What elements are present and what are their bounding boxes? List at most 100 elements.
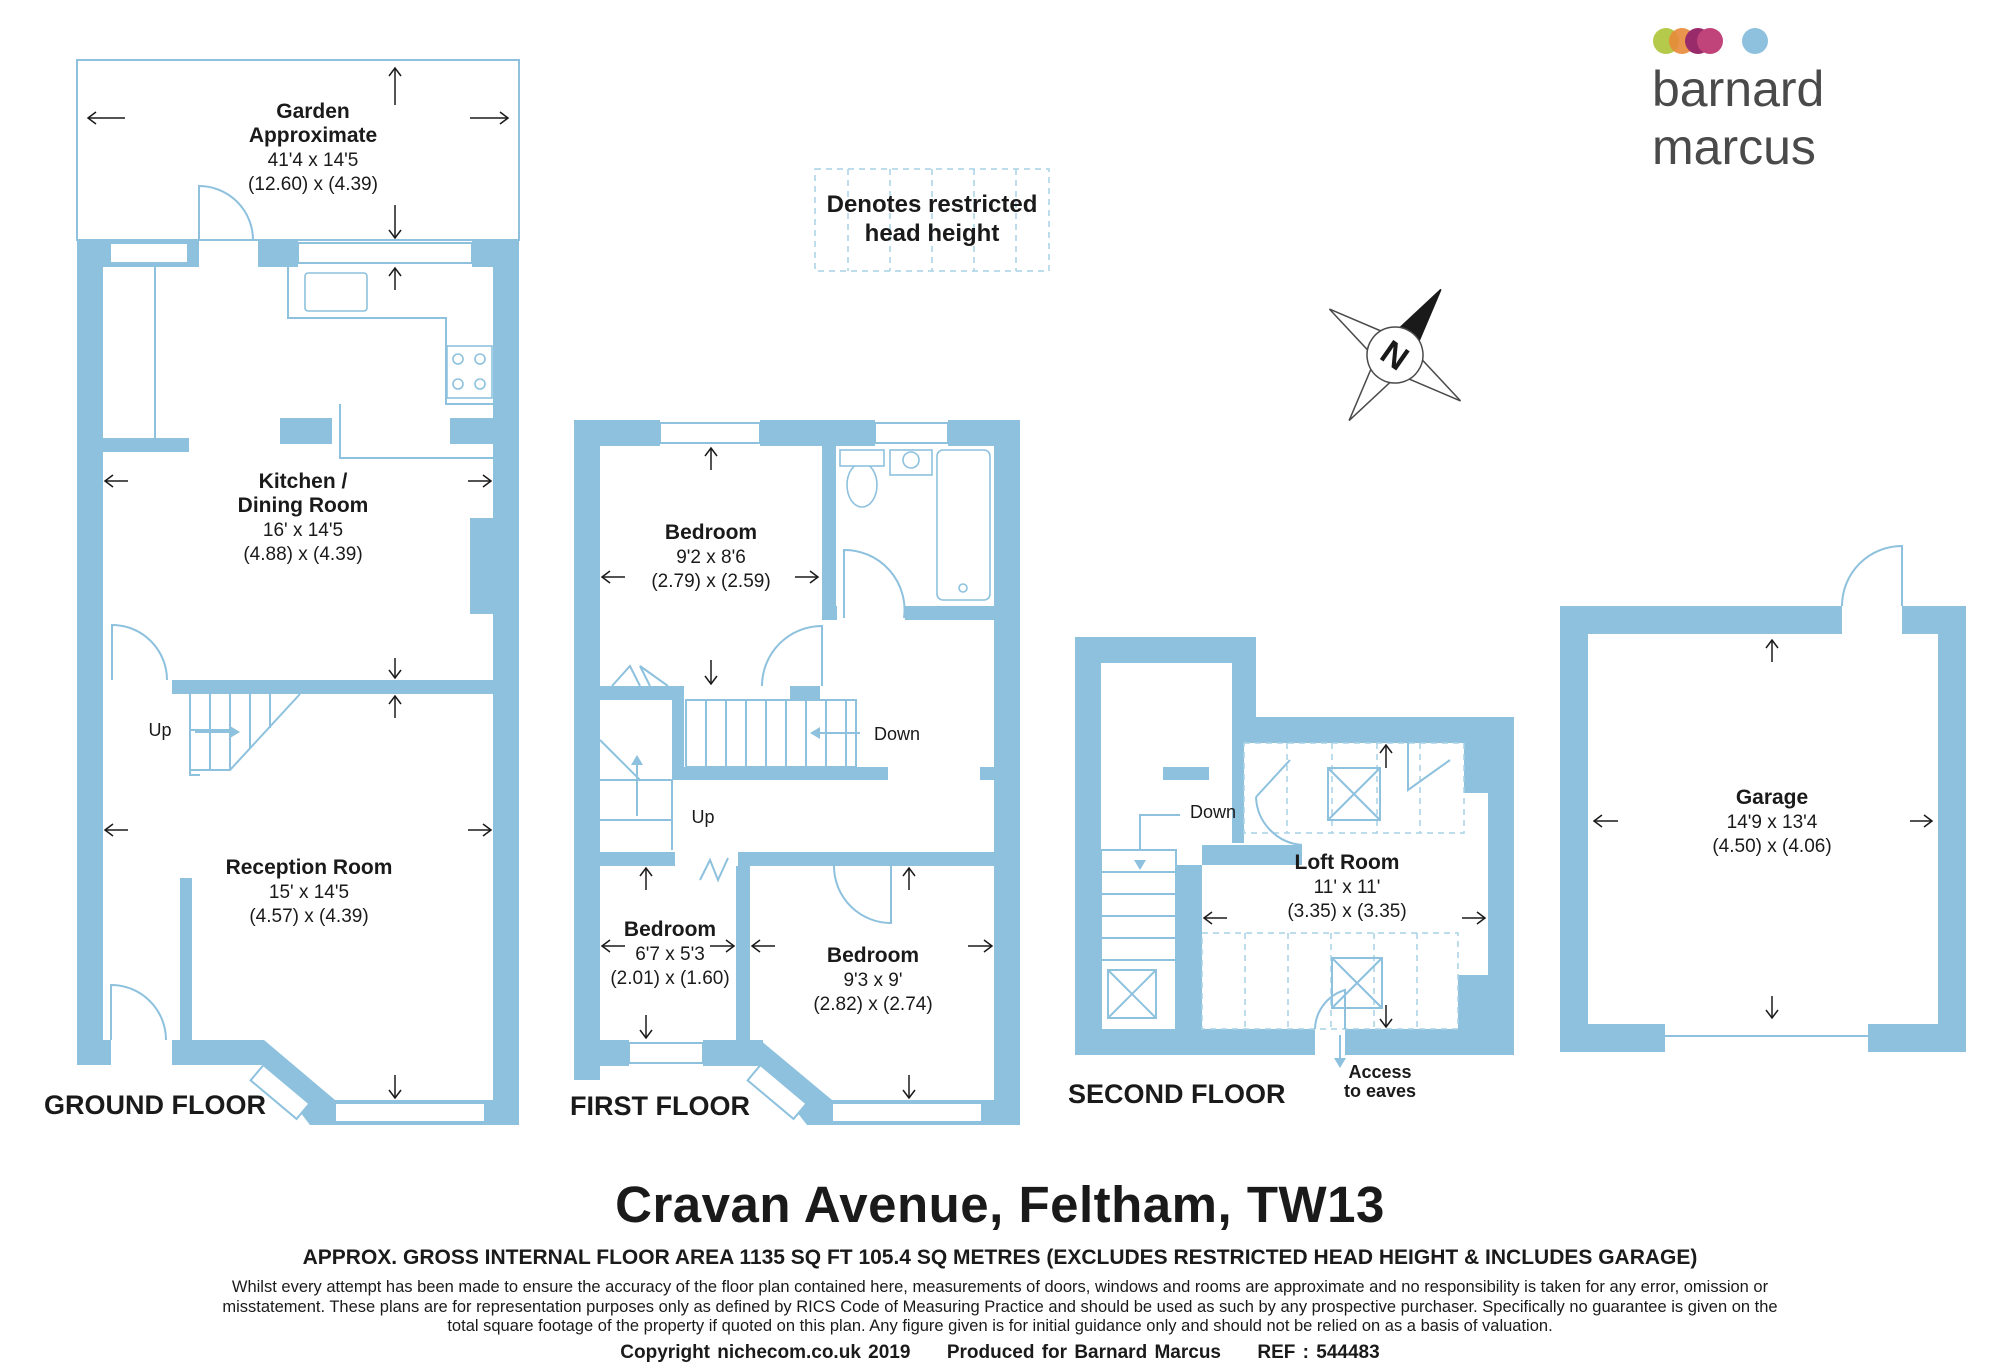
bedroom3-dim-metric: (2.82) x (2.74) — [813, 994, 932, 1015]
door-swing — [110, 983, 167, 1041]
first-wall-stub — [672, 686, 684, 780]
floor-area-statement: APPROX. GROSS INTERNAL FLOOR AREA 1135 S… — [302, 1246, 1698, 1269]
garage-wall-bottom-b — [1868, 1024, 1966, 1052]
copyright-line: Copyright nichecom.co.uk 2019 Produced f… — [620, 1341, 1380, 1363]
bedroom2-dim-metric: (2.01) x (1.60) — [610, 968, 729, 989]
hob-ring-icon — [474, 378, 486, 390]
first-wall-stub — [600, 686, 672, 700]
garage-wall-left — [1560, 606, 1588, 1052]
bath-plug-icon — [958, 583, 968, 593]
sink-icon — [304, 272, 368, 312]
bay-window-angled — [746, 1063, 808, 1121]
first-wall-stub — [980, 767, 994, 780]
basin-bowl-icon — [902, 451, 920, 469]
ground-wall-inner — [180, 878, 192, 1043]
bath-icon — [936, 449, 991, 601]
garden-label-2: Approximate — [249, 124, 377, 147]
loft-dim-metric: (3.35) x (3.35) — [1287, 901, 1406, 922]
window — [659, 422, 761, 444]
garage-label: Garage — [1736, 786, 1808, 809]
second-wall-step — [1232, 637, 1256, 717]
garage-wall-right — [1938, 606, 1966, 1052]
first-wall-top-b — [760, 420, 875, 446]
first-wall-divider — [738, 852, 994, 866]
dimension-arrows — [1592, 638, 1934, 1020]
garage-wall-top-a — [1560, 606, 1842, 634]
restricted-head-height-legend-swatch — [814, 168, 1050, 272]
ground-wall-stub — [450, 418, 493, 444]
bedroom2-label: Bedroom — [624, 918, 716, 941]
door-swing — [111, 623, 168, 681]
ground-floor-plan: Garden Approximate 41'4 x 14'5 (12.60) x… — [44, 59, 520, 1125]
garage-wall-bottom-a — [1560, 1024, 1665, 1052]
second-stairs-down-label: Down — [1190, 802, 1236, 822]
door-swing — [1255, 759, 1303, 846]
logo-dot — [1742, 28, 1768, 54]
first-wall-bottom — [703, 1040, 763, 1066]
first-wall-stub — [790, 686, 820, 700]
door-zigzag — [699, 857, 729, 883]
door-swing — [833, 865, 892, 925]
first-wall-divider — [600, 852, 675, 866]
eaves-label-2: to eaves — [1344, 1081, 1416, 1101]
first-wall-top-a — [574, 420, 660, 446]
ground-wall-bottom-mid — [172, 1040, 264, 1065]
eaves-arrow-head — [1334, 1058, 1346, 1068]
legend-line-2: head height — [864, 220, 1000, 247]
second-wall-corner — [1464, 743, 1488, 793]
kitchen-worktop — [287, 267, 493, 459]
bedroom1-dim-metric: (2.79) x (2.59) — [651, 571, 770, 592]
kitchen-label: Kitchen / — [259, 470, 348, 493]
reception-dim-metric: (4.57) x (4.39) — [249, 906, 368, 927]
garden-label: Garden — [276, 100, 350, 123]
second-wall-top-right — [1232, 717, 1514, 743]
bedroom1-label: Bedroom — [665, 521, 757, 544]
garage-dim-imperial: 14'9 x 13'4 — [1727, 812, 1818, 833]
second-wall-inner — [1202, 845, 1302, 865]
second-wall-inner — [1176, 865, 1202, 1033]
ground-wall-bottom-left — [77, 1040, 111, 1065]
first-wall-bottom-left — [574, 1040, 629, 1066]
toilet-cistern-icon — [839, 449, 885, 467]
bay-window — [831, 1102, 983, 1123]
eaves-label: Access — [1348, 1062, 1411, 1082]
garage-dim-metric: (4.50) x (4.06) — [1712, 836, 1831, 857]
bay-wall — [760, 1040, 832, 1125]
reception-dim-imperial: 15' x 14'5 — [269, 882, 349, 903]
bedroom1-dim-imperial: 9'2 x 8'6 — [676, 547, 746, 568]
door-swing — [1841, 544, 1903, 607]
stairs-arrow-head — [230, 726, 240, 738]
ground-wall-top-c — [472, 240, 519, 267]
restricted-head-height-zone — [1201, 742, 1465, 1030]
brand-logo-text: barnard marcus — [1652, 61, 1825, 175]
stairs-arrow-head — [810, 727, 820, 739]
bedroom3-dim-imperial: 9'3 x 9' — [843, 970, 902, 991]
hob-ring-icon — [452, 353, 464, 365]
second-wall-right — [1488, 717, 1514, 1055]
second-wall-bottom-a — [1075, 1029, 1315, 1055]
ground-floor-label: GROUND FLOOR — [44, 1090, 266, 1120]
ground-stairs-up-label: Up — [148, 720, 171, 740]
chimney-breast — [470, 518, 493, 614]
first-stairs-down-label: Down — [874, 724, 920, 744]
first-floor-label: FIRST FLOOR — [570, 1091, 750, 1121]
door-swing — [843, 548, 906, 619]
first-wall-divider — [736, 866, 750, 1046]
second-stairs — [1100, 814, 1180, 1031]
ground-wall-right — [493, 240, 519, 1125]
first-wall-top-c — [948, 420, 1020, 446]
loft-dim-imperial: 11' x 11' — [1314, 877, 1381, 898]
bathroom-wall — [822, 606, 837, 620]
second-wall-inner — [1232, 743, 1244, 843]
ground-wall-top-b — [258, 240, 298, 267]
garden-dim-metric: (12.60) x (4.39) — [248, 174, 378, 195]
reception-label: Reception Room — [226, 856, 393, 879]
first-wall-left — [574, 420, 600, 1080]
ground-stairs — [189, 693, 301, 776]
bay-window — [334, 1102, 486, 1123]
first-floor-plan: Bedroom 9'2 x 8'6 (2.79) x (2.59) Down U… — [570, 420, 1020, 1125]
door-swing — [1407, 743, 1451, 792]
restricted-head-height-legend-label: Denotes restricted head height — [814, 190, 1050, 248]
bay-window-angled — [249, 1063, 311, 1121]
